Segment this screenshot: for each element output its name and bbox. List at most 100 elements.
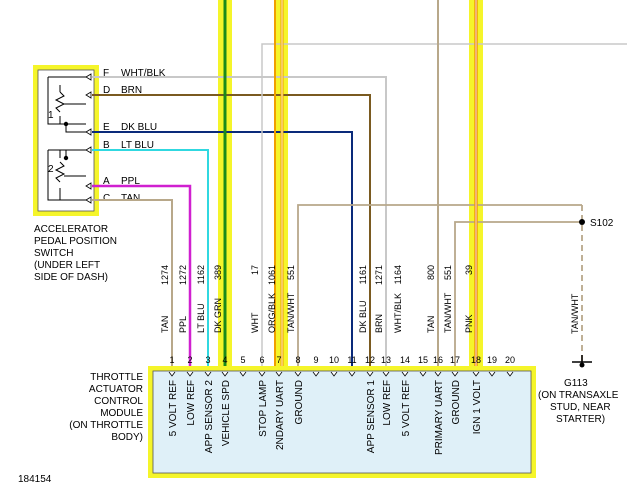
wire-wht-blk [92,76,387,368]
wire-color-label: TAN [160,316,170,333]
switch-box [37,69,95,212]
circuit-number: 800 [426,265,436,280]
svg-text:STARTER): STARTER) [556,414,605,425]
module-pin-number: 19 [487,355,497,365]
wire-color-label: TAN/WHT [443,292,453,333]
module-pin-terminal [472,371,480,377]
wire-color-label: WHT/BLK [393,293,403,333]
module-pin-terminal [506,371,514,377]
svg-text:BODY): BODY) [111,432,143,443]
module-pin-number: 15 [418,355,428,365]
circuit-number: 39 [464,265,474,275]
circuit-number: 1271 [374,265,384,285]
svg-text:SWITCH: SWITCH [34,248,73,259]
module-pin-terminal [330,371,338,377]
module-function-label: APP SENSOR 1 [366,380,377,454]
pin-b-letter: B [103,140,110,151]
module-pin-number: 2 [187,355,192,365]
switch-caption: ACCELERATOR PEDAL POSITION SWITCH (UNDER… [34,224,117,283]
svg-text:THROTTLE: THROTTLE [90,372,143,383]
pin-a-letter: A [103,176,110,187]
wire-tan-splice [297,204,582,368]
wire-wht-17 [261,43,627,368]
wire-color-label: DK GRN [213,298,223,333]
circuit-number: 1161 [358,265,368,284]
module-pin-number: 18 [471,355,481,365]
module-pin-number: 16 [433,355,443,365]
module-pin-terminal [382,371,390,377]
switch-terminals [85,73,92,204]
module-pin-terminal [168,371,176,377]
module-pin-number: 9 [313,355,318,365]
module-pin-terminal [258,371,266,377]
module-function-label: 5 VOLT REF [168,380,179,436]
module-pin-number: 17 [450,355,460,365]
circuit-number: 1274 [160,265,170,285]
module-pin-terminal [488,371,496,377]
sensor-1-number: 1 [48,110,54,121]
wire-color-label: PPL [178,316,188,333]
module-pin-number: 1 [169,355,174,365]
sensor-2-symbol [47,149,86,201]
wire-color-label: LT BLU [196,303,206,333]
svg-text:MODULE: MODULE [100,408,143,419]
module-pin-terminal [434,371,442,377]
svg-text:STUD, NEAR: STUD, NEAR [550,402,611,413]
wire-lt-blu [92,149,209,368]
module-pin-terminal [451,371,459,377]
wire-color-label: BRN [374,314,384,333]
pin-d-letter: D [103,85,110,96]
svg-text:(ON THROTTLE: (ON THROTTLE [69,420,143,431]
module-function-label: LOW REF [382,380,393,426]
svg-text:ACTUATOR: ACTUATOR [89,384,143,395]
svg-text:CONTROL: CONTROL [94,396,143,407]
wire-tan-wht-551b [454,221,582,368]
module-box [152,370,532,474]
sensor-2-node [63,155,69,161]
wire-tan-1274 [92,199,173,368]
module-pin-number: 7 [276,355,281,365]
svg-text:G113: G113 [564,378,588,389]
svg-text:ACCELERATOR: ACCELERATOR [34,224,108,235]
module-function-label: STOP LAMP [258,380,269,437]
module-pin-number: 6 [259,355,264,365]
module-caption: THROTTLE ACTUATOR CONTROL MODULE (ON THR… [69,372,143,443]
circuit-number: 17 [250,265,260,275]
module-pin-terminal [294,371,302,377]
pin-e-letter: E [103,122,110,133]
svg-text:(ON TRANSAXLE: (ON TRANSAXLE [538,390,619,401]
module-function-label: VEHICLE SPD [221,380,232,446]
wire-dk-blu [92,131,353,368]
wire-color-label: DK BLU [358,300,368,333]
sensor-2-number: 2 [48,164,54,175]
circuit-number: 1061 [267,265,277,285]
module-function-label: GROUND [451,380,462,424]
module-pin-number: 4 [222,355,227,365]
ground-caption: G113 (ON TRANSAXLE STUD, NEAR STARTER) [538,378,619,425]
module-function-label: GROUND [294,380,305,424]
module-function-label: IGN 1 VOLT [472,380,483,434]
circuit-number: 551 [286,265,296,280]
circuit-number: 1162 [196,265,206,284]
module-pin-terminal [239,371,247,377]
pin-c-color: TAN [121,193,140,204]
module-pin-number: 10 [329,355,339,365]
module-function-label: 5 VOLT REF [401,380,412,436]
module-pin-number: 5 [240,355,245,365]
wire-ppl [92,184,192,368]
module-pin-terminal [401,371,409,377]
svg-text:PEDAL POSITION: PEDAL POSITION [34,236,117,247]
module-pin-terminal [186,371,194,377]
module-function-label: PRIMARY UART [434,380,445,455]
module-pin-terminal [204,371,212,377]
module-pin-terminals [168,371,514,377]
module-pin-number: 14 [400,355,410,365]
module-function-label: LOW REF [186,380,197,426]
pin-b-color: LT BLU [121,140,154,151]
sensor-1-node [63,121,69,127]
module-pin-number: 13 [381,355,391,365]
module-pin-number: 11 [347,355,356,365]
